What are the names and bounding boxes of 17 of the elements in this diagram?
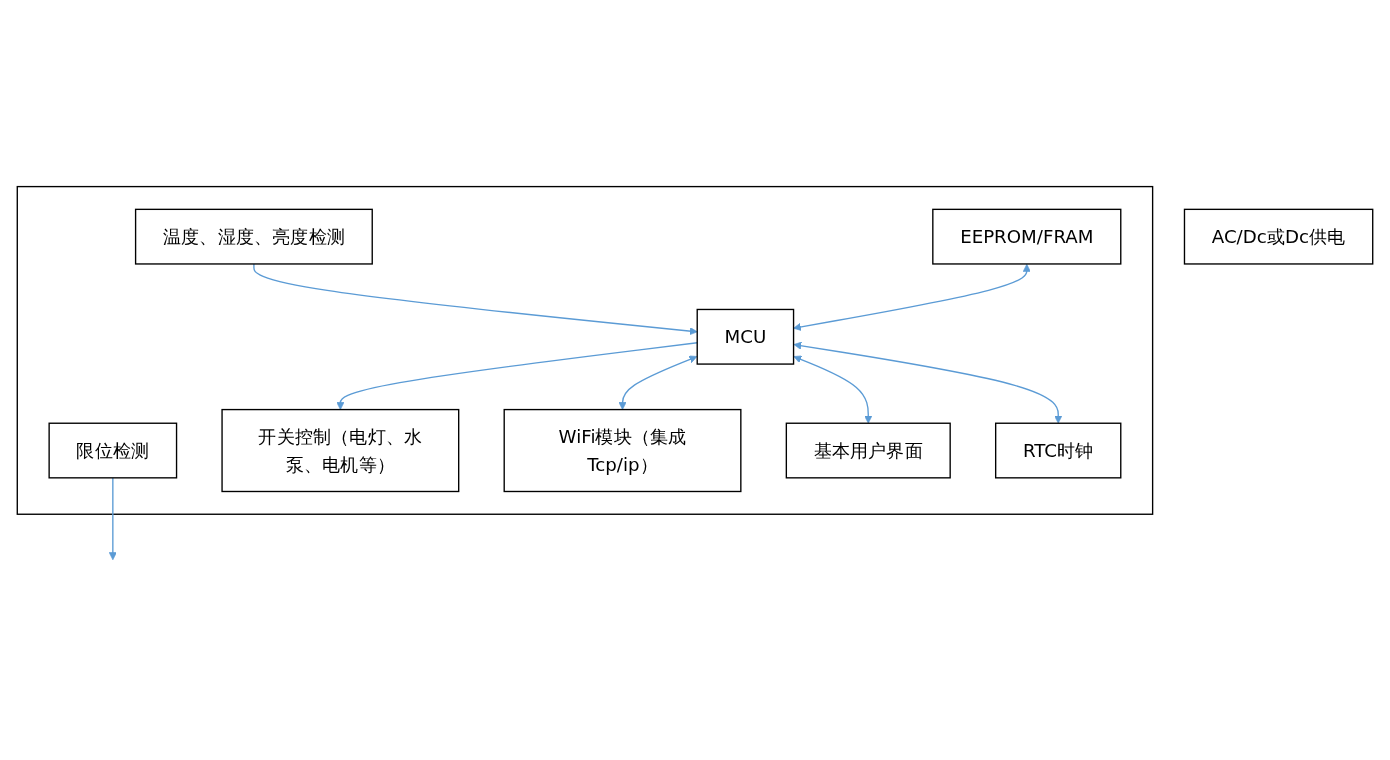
node-box: MCU [696,308,795,365]
cluster [16,185,1154,515]
node-box: 基本用户界面 [785,422,951,479]
node-box: RTC时钟 [995,422,1122,479]
arrow [253,263,698,336]
node-box: 开关控制（电灯、水泵、电机等） [221,408,460,493]
node-box: EEPROM/FRAM [932,208,1122,265]
arrow [618,355,698,410]
node-box: AC/Dc或Dc供电 [1183,208,1374,265]
arrow [108,477,117,561]
node-box: WiFi模块（集成Tcp/ip） [503,408,742,493]
node-box: 温度、湿度、亮度检测 [134,208,373,265]
arrow [336,342,698,410]
arrow [793,355,873,424]
arrow [793,341,1063,424]
node-box: 限位检测 [48,422,178,479]
arrow [793,263,1031,331]
